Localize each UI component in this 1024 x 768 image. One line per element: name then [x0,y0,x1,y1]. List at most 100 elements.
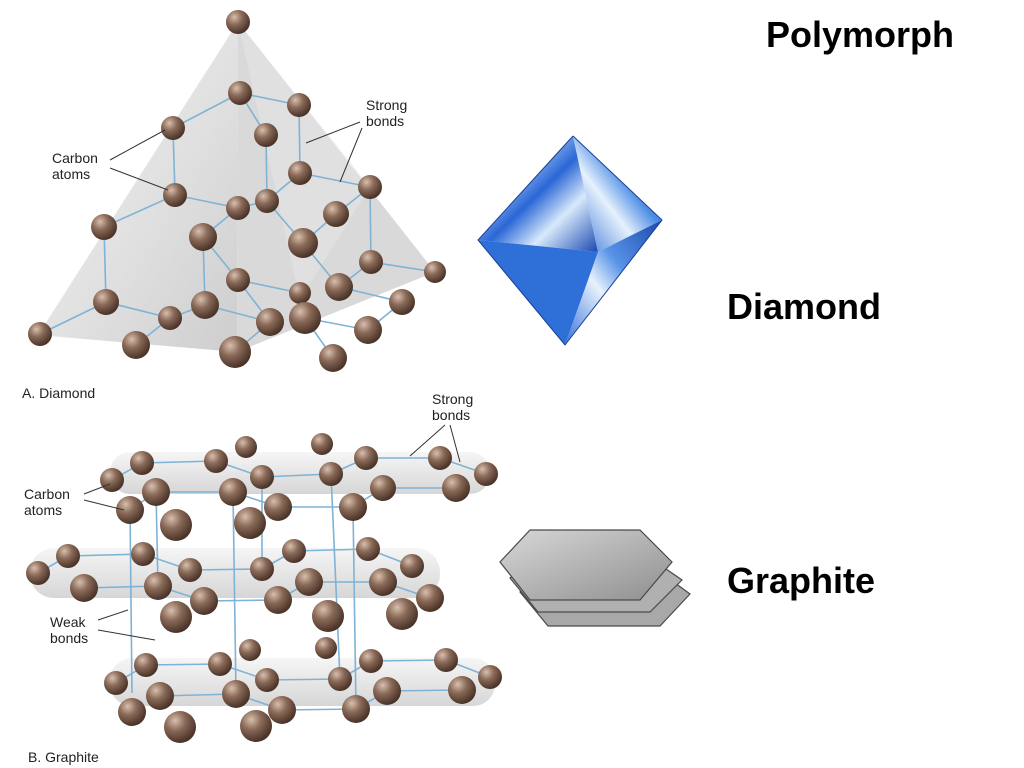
carbon-atom [282,539,306,563]
carbon-atom [295,568,323,596]
carbon-atom [191,291,219,319]
diamond-pyramid-left-face [38,22,238,352]
carbon-atom [354,446,378,470]
carbon-atom [239,639,261,661]
carbon-atom [28,322,52,346]
carbon-atom [323,201,349,227]
carbon-atom [359,649,383,673]
carbon-atom [434,648,458,672]
graphite-flakes [499,529,691,627]
graphite-strong-bonds-label: Strong bonds [432,391,474,423]
diamond-strong-bonds-label: Strong bonds [366,97,408,129]
diamond-atoms [28,10,446,372]
carbon-atom [359,250,383,274]
carbon-atom [356,537,380,561]
carbon-atom [208,652,232,676]
carbon-atom [328,667,352,691]
carbon-atom [339,493,367,521]
carbon-atom [256,308,284,336]
carbon-atom [234,507,266,539]
carbon-atom [91,214,117,240]
carbon-atom [100,468,124,492]
carbon-atom [254,123,278,147]
carbon-atom [160,601,192,633]
carbon-atom [354,316,382,344]
carbon-atom [144,572,172,600]
carbon-atom [104,671,128,695]
diamond-label: Diamond [727,286,882,327]
carbon-atom [190,587,218,615]
carbon-atom [158,306,182,330]
carbon-atom [222,680,250,708]
carbon-atom [255,189,279,213]
graphite-label: Graphite [727,560,876,601]
carbon-atom [424,261,446,283]
page-title: Polymorph [766,14,955,55]
carbon-atom [116,496,144,524]
carbon-atom [288,161,312,185]
carbon-atom [287,93,311,117]
carbon-atom [448,676,476,704]
carbon-atom [164,711,196,743]
carbon-atom [189,223,217,251]
carbon-atom [134,653,158,677]
carbon-atom [342,695,370,723]
carbon-atom [146,682,174,710]
carbon-atom [250,557,274,581]
carbon-atom [478,665,502,689]
graphite-atoms [26,433,502,743]
carbon-atom [219,478,247,506]
carbon-atom [442,474,470,502]
carbon-atom [219,336,251,368]
carbon-atom [204,449,228,473]
carbon-atom [131,542,155,566]
carbon-atom [373,677,401,705]
diamond-structure [28,10,446,372]
carbon-atom [160,509,192,541]
diamond-carbon-atoms-label: Carbon atoms [52,150,98,182]
carbon-atom [235,436,257,458]
diamond-pyramid-inner-face [238,22,370,300]
graphite-carbon-atoms-label: Carbon atoms [24,486,70,518]
carbon-atom [386,598,418,630]
carbon-atom [118,698,146,726]
graphite-structure [26,424,502,743]
carbon-atom [178,558,202,582]
carbon-atom [389,289,415,315]
carbon-atom [226,10,250,34]
diamond-annotation-arrows [109,121,363,191]
carbon-atom [289,302,321,334]
carbon-atom [264,586,292,614]
carbon-atom [369,568,397,596]
carbon-atom [26,561,50,585]
carbon-atom [56,544,80,568]
carbon-atom [93,289,119,315]
graphite-caption: B. Graphite [28,749,99,765]
carbon-atom [161,116,185,140]
carbon-atom [370,475,396,501]
carbon-atom [358,175,382,199]
carbon-atom [264,493,292,521]
carbon-atom [250,465,274,489]
diamond-caption: A. Diamond [22,385,96,401]
carbon-atom [240,710,272,742]
carbon-atom [311,433,333,455]
graphite-annotation-arrows [83,424,461,641]
carbon-atom [130,451,154,475]
carbon-atom [319,462,343,486]
carbon-atom [416,584,444,612]
carbon-atom [315,637,337,659]
carbon-atom [255,668,279,692]
carbon-atom [312,600,344,632]
carbon-atom [288,228,318,258]
diamond-crystal-octahedron [477,135,663,346]
carbon-atom [428,446,452,470]
carbon-atom [163,183,187,207]
carbon-atom [325,273,353,301]
carbon-atom [474,462,498,486]
carbon-atom [122,331,150,359]
carbon-atom [228,81,252,105]
carbon-atom [268,696,296,724]
carbon-atom [400,554,424,578]
